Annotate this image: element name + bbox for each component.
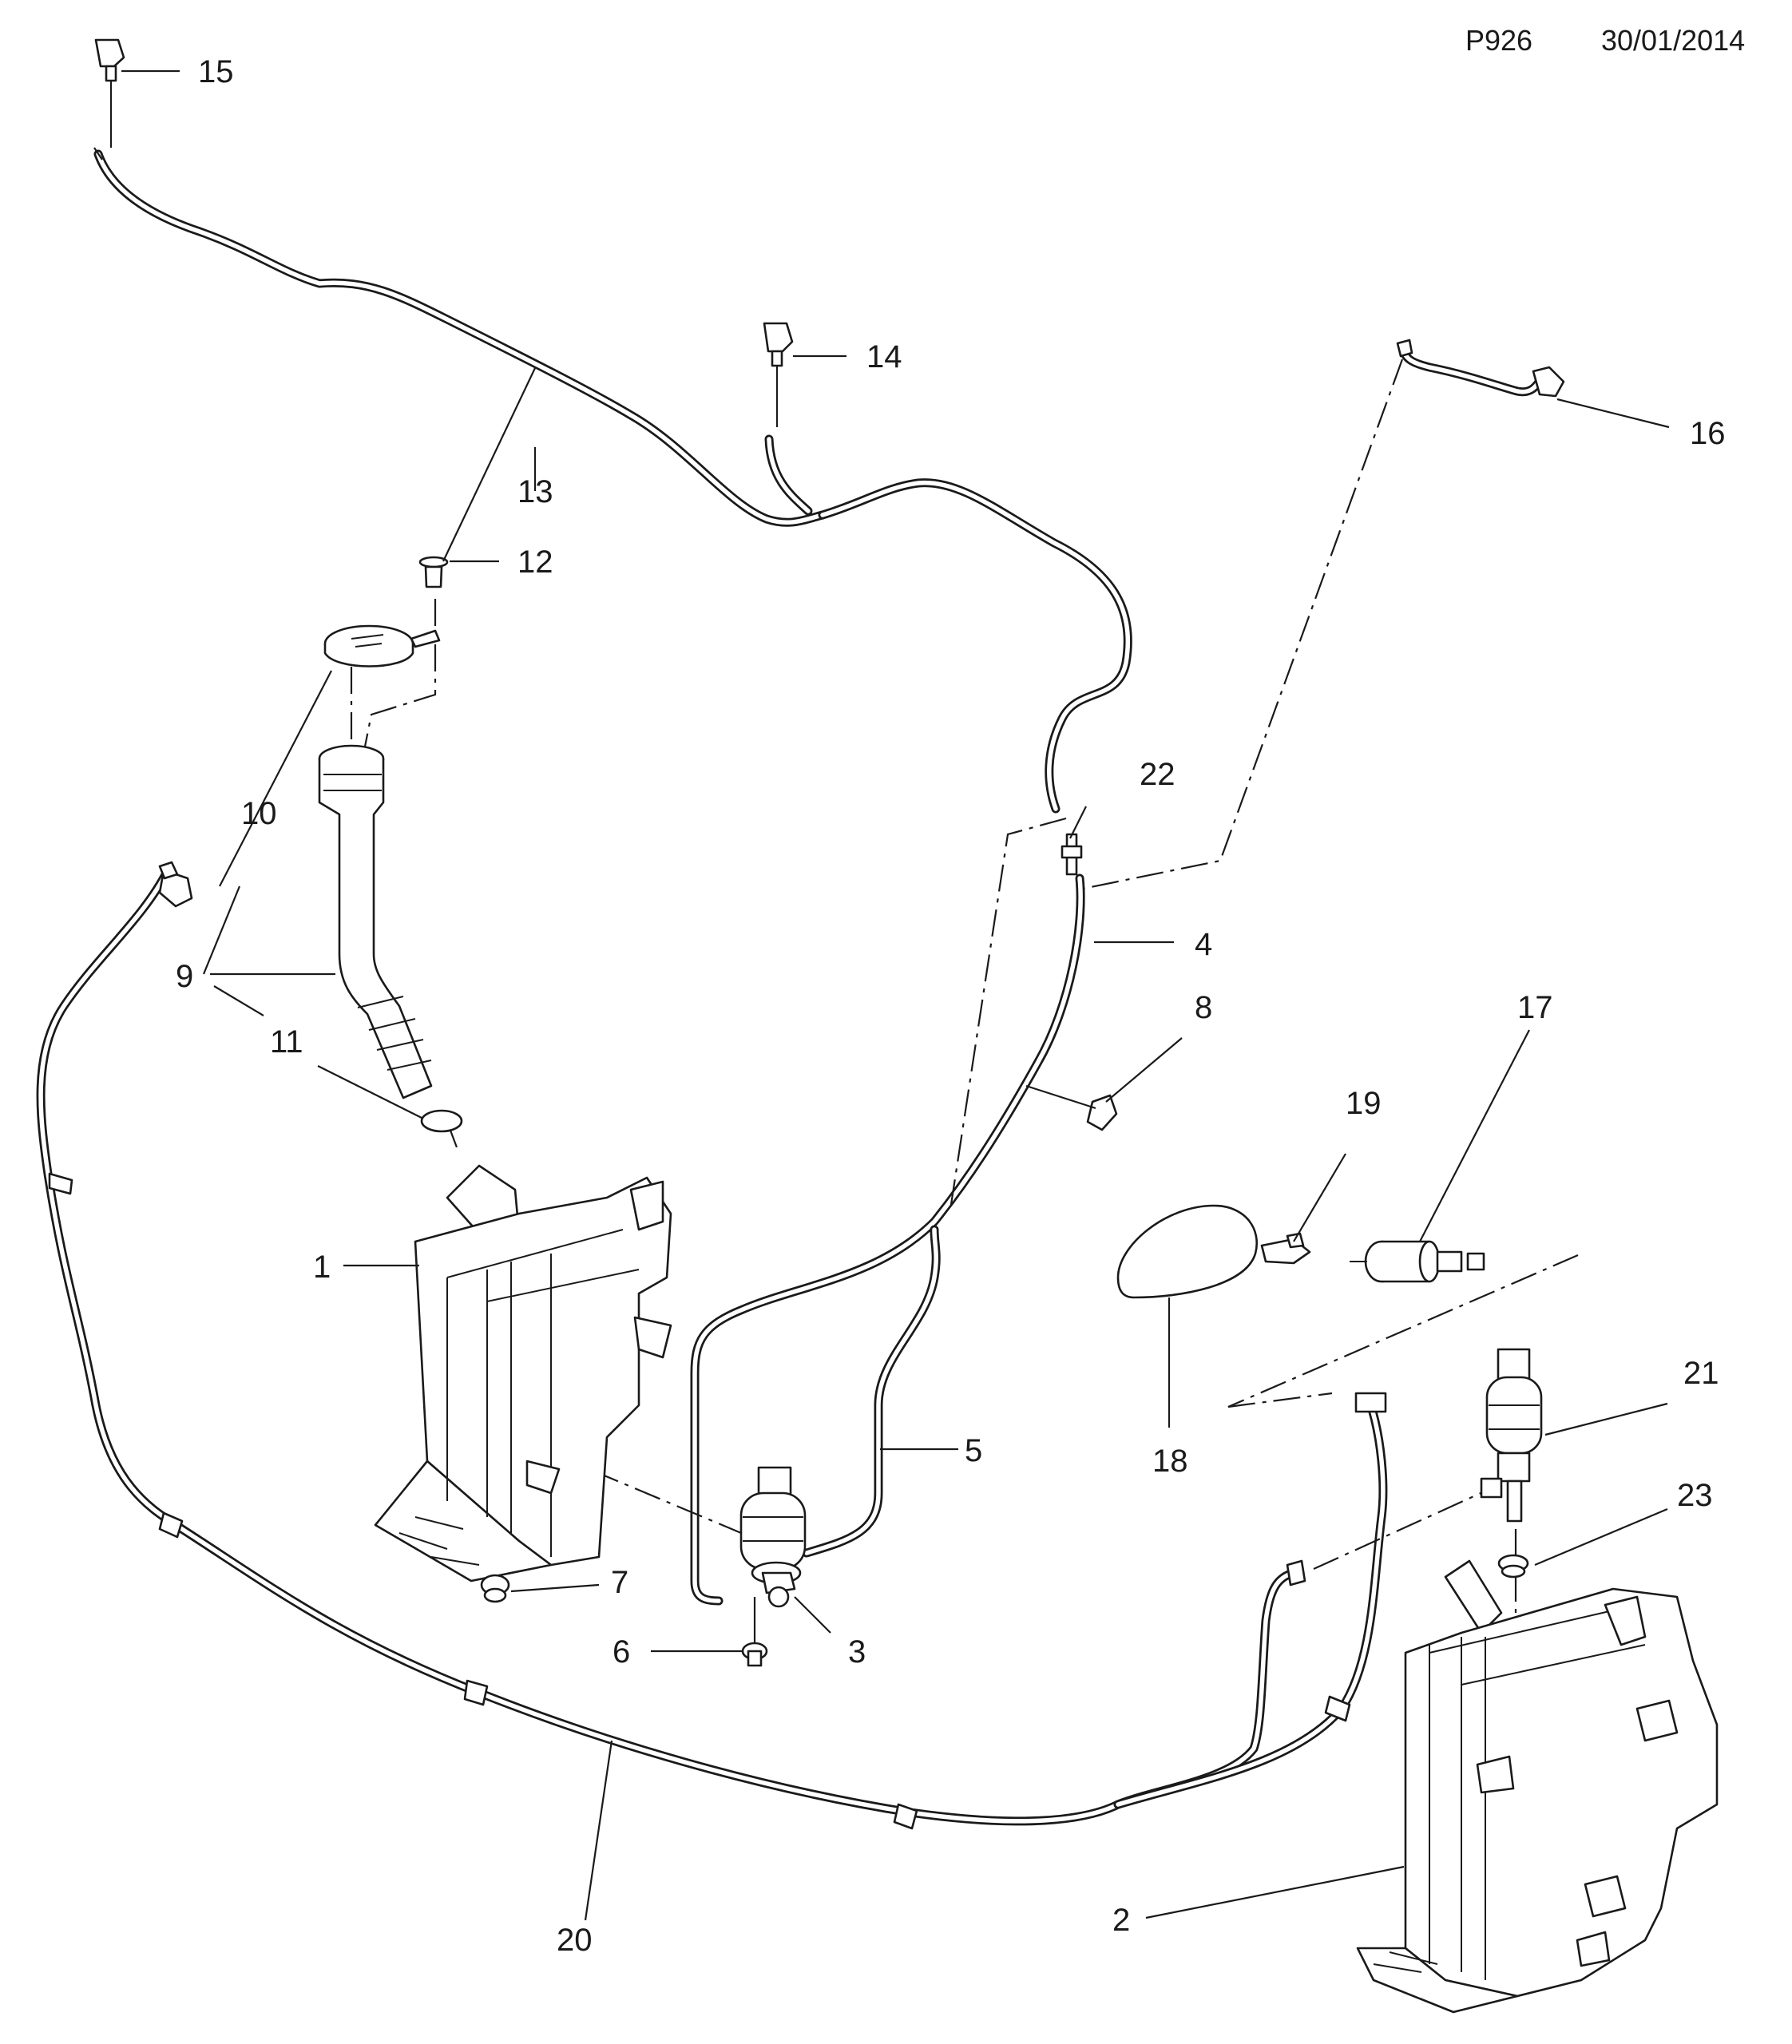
callout-18: 18 [1152,1444,1188,1479]
diagram-code: P926 [1465,24,1533,57]
callout-20: 20 [557,1923,593,1958]
filler-neck-9 [318,744,463,1133]
callout-11: 11 [270,1024,303,1060]
hose-13b [818,478,1132,814]
hose-20-end [158,861,193,908]
callout-4: 4 [1195,927,1212,962]
washer-jet-16 [1396,339,1565,398]
cover-18 [1116,1204,1258,1299]
diagram-header: P926 30/01/2014 [0,24,1792,72]
grommet-6 [741,1597,768,1667]
clip-8 [1086,1094,1118,1131]
callout-19: 19 [1346,1086,1382,1121]
diagram-date: 30/01/2014 [1601,24,1746,57]
hose-20 [36,866,1298,1826]
callout-5: 5 [965,1433,982,1468]
hoses [36,149,1546,1826]
washer-jet-14 [763,322,794,427]
washer-jet-15 [93,38,125,160]
hose-4 [690,873,1085,1606]
callout-16: 16 [1690,416,1726,451]
hose-13 [93,149,827,527]
callout-13: 13 [517,474,553,509]
callout-10: 10 [241,796,277,831]
callout-22: 22 [1140,757,1176,792]
callout-17: 17 [1517,990,1553,1025]
pump-21 [1480,1348,1543,1523]
callout-9: 9 [176,959,193,994]
callout-3: 3 [848,1634,866,1670]
grommet-23 [1497,1554,1529,1579]
hose-16 [1398,345,1546,397]
callout-1: 1 [313,1250,331,1285]
leader-lines [121,69,1670,1921]
callout-12: 12 [517,545,553,580]
assembly-lines [350,358,1579,1852]
grommet-7 [480,1574,510,1603]
pump-3 [739,1466,807,1608]
callout-8: 8 [1195,990,1212,1025]
callout-21: 21 [1683,1356,1719,1391]
reservoir-2 [1356,1559,1719,2014]
filler-cap-10 [323,624,441,667]
callout-14: 14 [866,339,902,374]
callout-23: 23 [1677,1478,1713,1513]
callout-6: 6 [613,1634,630,1670]
callout-labels: 15 14 16 13 12 10 22 4 9 8 11 17 19 1 21… [176,54,1726,1958]
clip-19 [1260,1232,1311,1265]
callout-15: 15 [198,54,234,89]
clip-12 [418,556,449,588]
hose-clips [48,1172,1387,1830]
reservoir-1 [374,1164,672,1583]
connector-22 [1061,833,1083,876]
callout-7: 7 [611,1565,628,1600]
callout-2: 2 [1112,1903,1130,1938]
jet-17 [1350,1240,1485,1283]
